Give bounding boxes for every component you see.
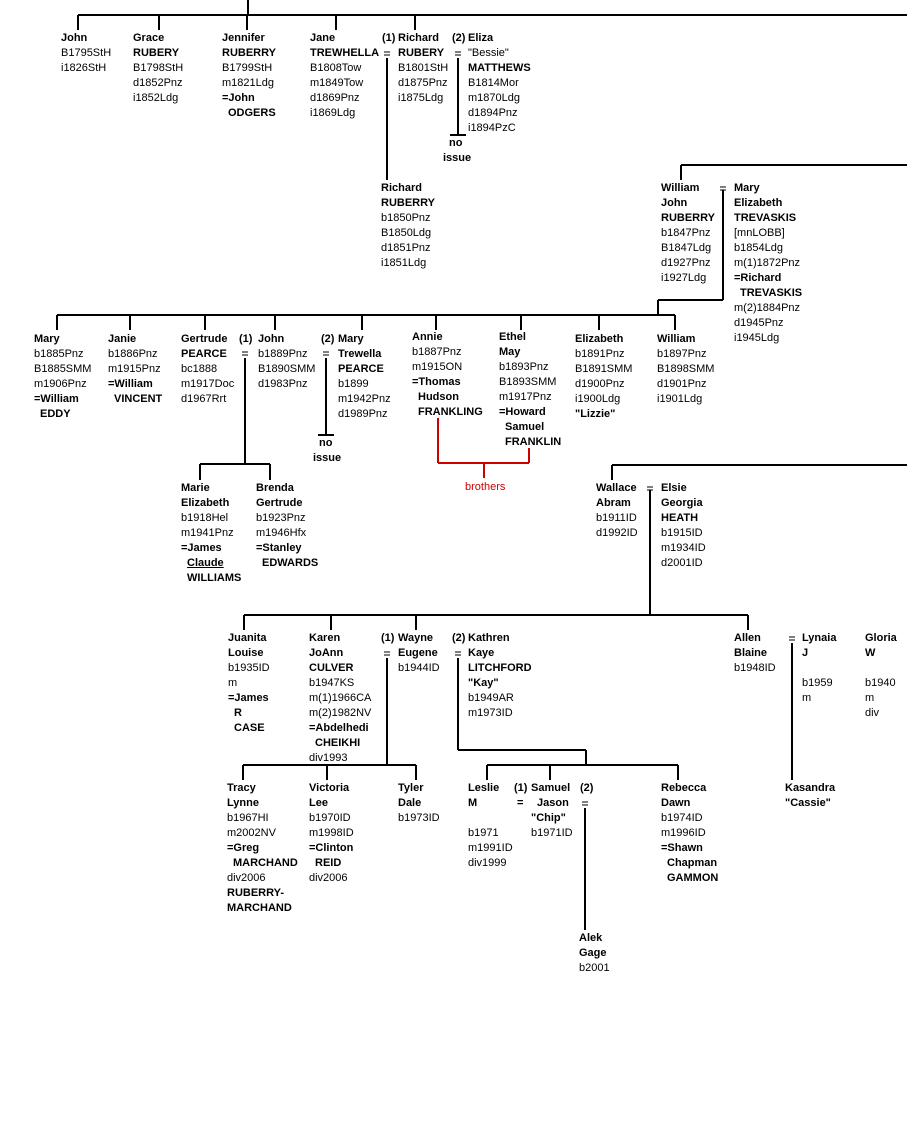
brothers-label: brothers bbox=[465, 481, 506, 493]
marriage-marker: (2) bbox=[321, 333, 335, 345]
marriage-marker: (1) bbox=[514, 782, 528, 794]
person-kasandra: Kasandra"Cassie" bbox=[785, 782, 836, 809]
marriage-marker: (2) bbox=[452, 32, 466, 44]
marriage-marker: (2) bbox=[452, 632, 466, 644]
marriage-marker: (1) bbox=[382, 32, 396, 44]
marriage-marker: (2) bbox=[580, 782, 594, 794]
marriage-marker: (1) bbox=[381, 632, 395, 644]
brothers-connector bbox=[437, 418, 530, 478]
marriage-marker: (1) bbox=[239, 333, 253, 345]
marriage-equals: = bbox=[517, 797, 524, 809]
